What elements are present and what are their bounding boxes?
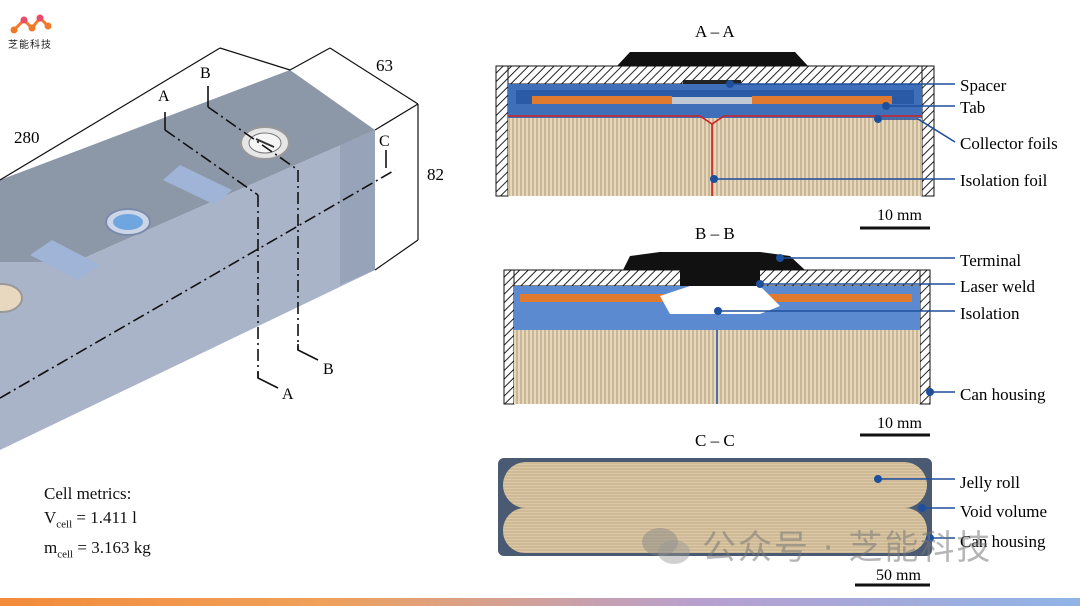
- marker-a-top: A: [158, 88, 170, 105]
- watermark-text: 公众号 · 芝能科技: [702, 528, 993, 568]
- label-plate-1: [163, 165, 232, 205]
- section-cc-title: C – C: [695, 431, 735, 450]
- dim-height: 82: [427, 165, 444, 184]
- section-aa: A – A 10 mm Spacer Tab Collector foils: [495, 22, 1058, 230]
- label-void-volume: Void volume: [960, 502, 1047, 521]
- wechat-icon: [642, 528, 690, 564]
- dim-length: 280: [14, 128, 40, 147]
- brand-name: 芝能科技: [8, 40, 52, 51]
- label-jelly-roll: Jelly roll: [960, 473, 1020, 492]
- section-aa-title: A – A: [695, 22, 735, 41]
- section-cc: C – C 50 mm Jelly roll Void volume Can h…: [498, 431, 1047, 587]
- section-bb-scale: 10 mm: [877, 415, 922, 432]
- label-spacer: Spacer: [960, 76, 1007, 95]
- metric-mass: mcell = 3.163 kg: [44, 538, 151, 561]
- cell-side-face: [340, 130, 375, 285]
- label-isolation-foil: Isolation foil: [960, 171, 1048, 190]
- marker-c-top: C: [379, 133, 390, 150]
- section-cc-scale: 50 mm: [876, 567, 921, 584]
- cell-3d-view: [0, 47, 419, 450]
- label-collector-foils: Collector foils: [960, 134, 1058, 153]
- cell-front-face: [0, 130, 375, 450]
- label-isolation: Isolation: [960, 304, 1020, 323]
- dim-width: 63: [376, 56, 393, 75]
- section-aa-scale: 10 mm: [877, 207, 922, 224]
- label-plate-2: [30, 240, 100, 280]
- metric-volume: Vcell = 1.411 l: [44, 508, 137, 531]
- label-can-housing-cc: Can housing: [960, 532, 1046, 551]
- label-laser-weld: Laser weld: [960, 277, 1036, 296]
- marker-a-bottom: A: [282, 386, 294, 403]
- metrics-heading: Cell metrics:: [44, 484, 132, 503]
- label-can-housing-bb: Can housing: [960, 385, 1046, 404]
- section-bb: B – B 10 mm Terminal Laser weld Isolatio…: [503, 224, 1046, 437]
- label-terminal: Terminal: [960, 251, 1021, 270]
- marker-b-bottom: B: [323, 361, 334, 378]
- label-tab: Tab: [960, 98, 985, 117]
- cell-metrics: Cell metrics: Vcell = 1.411 l mcell = 3.…: [44, 482, 151, 567]
- bottom-gradient-bar: [0, 598, 1080, 606]
- brand-logo: [10, 14, 52, 34]
- cell-top-face: [0, 70, 375, 262]
- marker-b-top: B: [200, 65, 211, 82]
- section-bb-title: B – B: [695, 224, 735, 243]
